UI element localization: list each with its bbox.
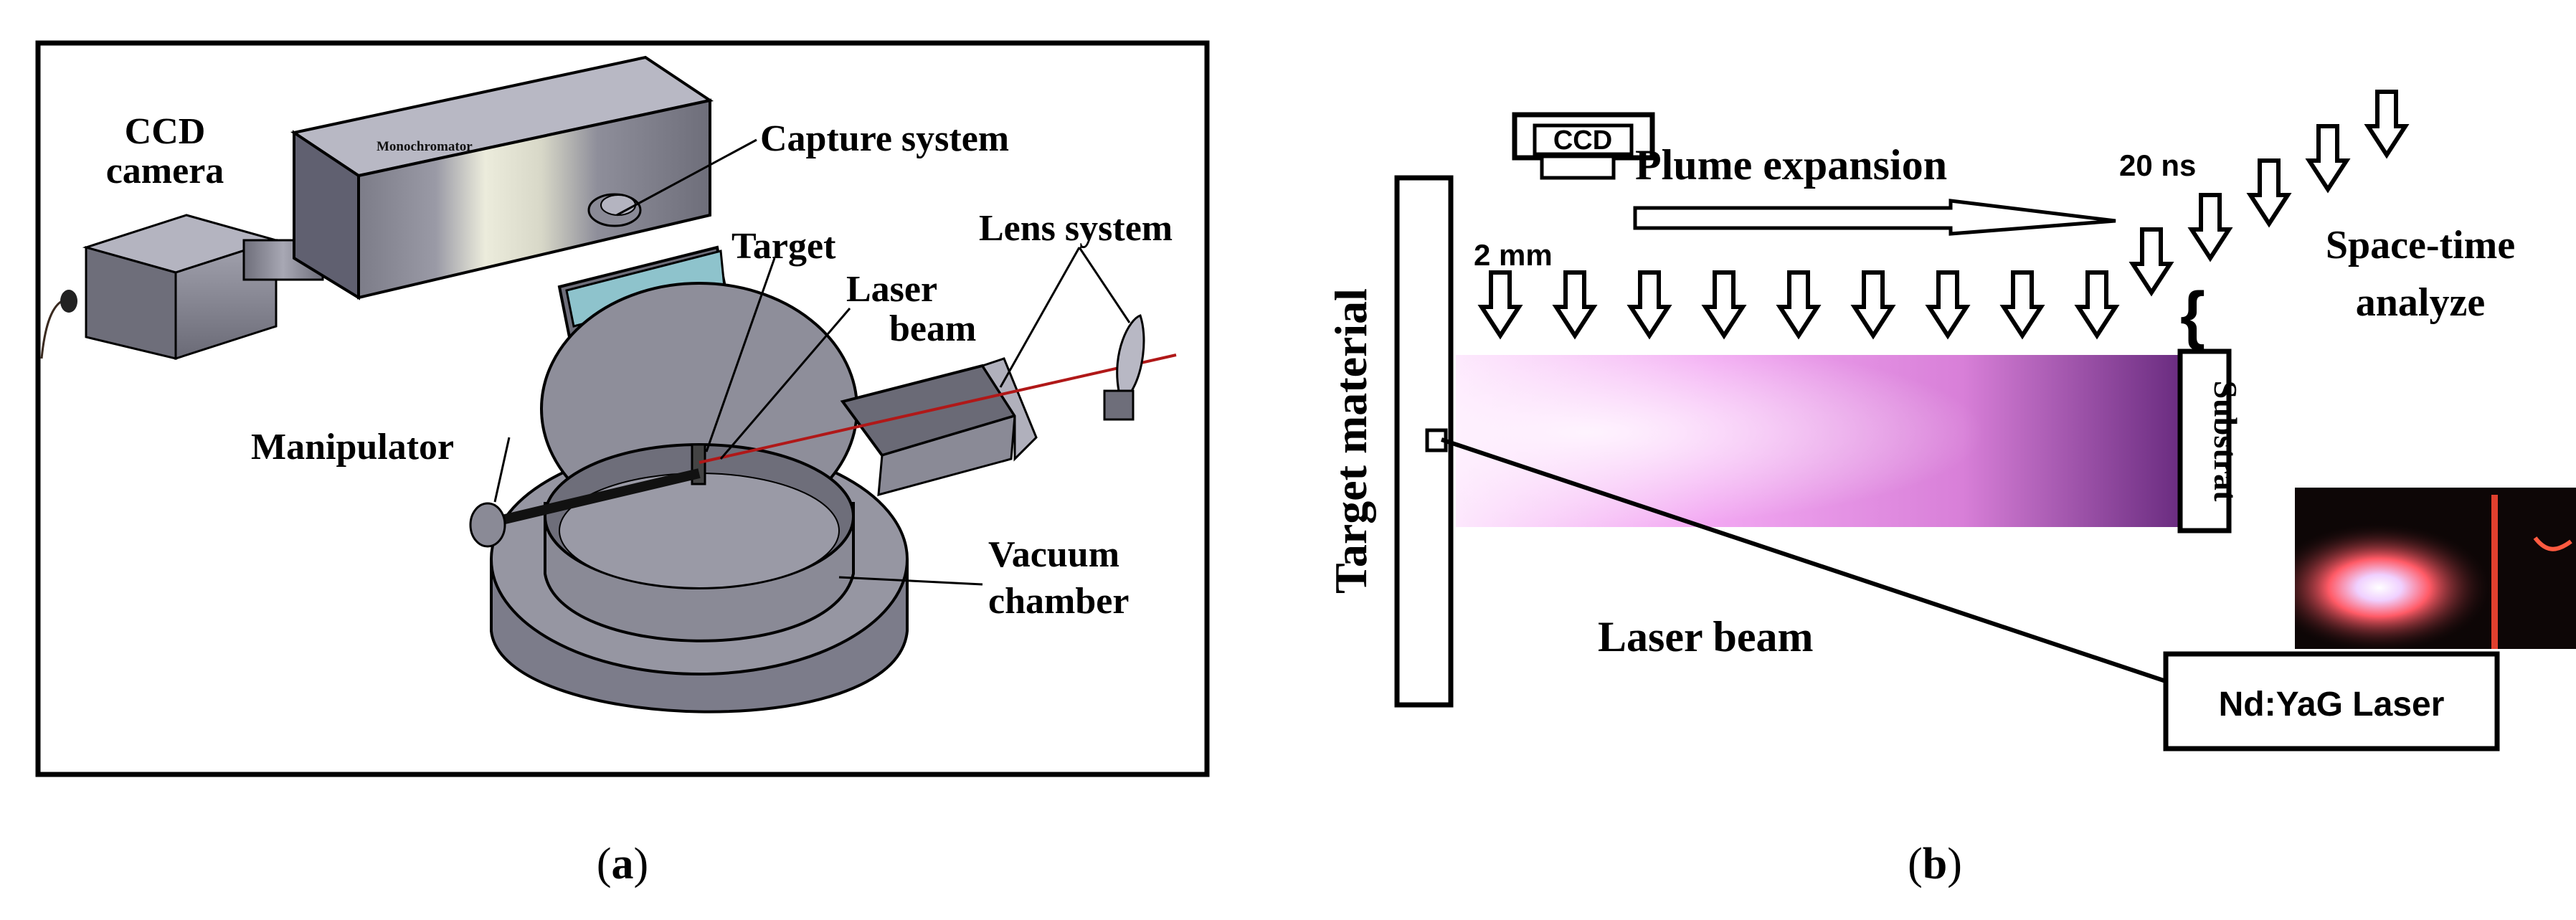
lens-system-label: Lens system <box>979 208 1173 249</box>
laser-beam-path <box>1441 437 2167 683</box>
spatial-down-arrow <box>2074 270 2120 340</box>
spatial-down-arrow <box>1552 270 1598 340</box>
monochromator-label: Monochromator <box>377 139 473 154</box>
plume-photo <box>2295 488 2576 649</box>
space-time-label-line2: analyze <box>2356 280 2485 325</box>
temporal-down-arrow <box>2128 227 2174 297</box>
caption-b-open: ( <box>1908 840 1923 888</box>
target-material-label: Target material <box>1325 288 1376 594</box>
caption-b: (b) <box>1908 840 1962 888</box>
laser-beam-label: Laser beam <box>1598 613 1814 660</box>
leader-lines-a <box>493 138 1131 586</box>
panel-b: CCD Plume expansion 2 mm 20 ns Space-tim… <box>1325 90 2576 888</box>
manipulator-label: Manipulator <box>251 427 454 468</box>
svg-text:(a): (a) <box>597 840 648 888</box>
laser-beam-label-line1: Laser <box>846 269 937 310</box>
ccd-box: CCD <box>1512 112 1655 180</box>
svg-text:(b): (b) <box>1908 840 1962 888</box>
laser-source-box <box>2163 651 2500 751</box>
vacuum-chamber-label-line1: Vacuum <box>988 534 1119 575</box>
ccd-camera-label-line1: CCD <box>125 111 206 152</box>
laser-beam-label-line2: beam <box>889 308 976 349</box>
plume-expansion-label: Plume expansion <box>1635 141 1947 189</box>
laser-beam-line <box>699 354 1177 464</box>
temporal-down-arrow <box>2246 158 2292 228</box>
spatial-down-arrow <box>1776 270 1822 340</box>
vacuum-chamber-label-line2: chamber <box>988 581 1129 622</box>
spatial-arrows <box>1477 270 2120 340</box>
caption-a: (a) <box>597 840 648 888</box>
plasma-plume <box>1456 355 2180 527</box>
laser-source-label: Nd:YaG Laser <box>2219 686 2445 724</box>
ccd-camera <box>40 214 324 361</box>
caption-a-letter: a <box>612 840 634 888</box>
spatial-down-arrow <box>1477 270 1523 340</box>
vacuum-chamber <box>469 282 1038 713</box>
caption-a-close: ) <box>634 840 649 888</box>
space-step-label: 2 mm <box>1474 238 1553 272</box>
target-label: Target <box>731 226 836 267</box>
caption-b-letter: b <box>1923 840 1947 888</box>
temporal-down-arrow <box>2305 124 2351 194</box>
spatial-down-arrow <box>1701 270 1747 340</box>
panel-a: Monochromator <box>35 40 1210 888</box>
ccd-camera-label-line2: camera <box>106 151 224 191</box>
spatial-down-arrow <box>1626 270 1672 340</box>
time-step-label: 20 ns <box>2119 148 2196 182</box>
capture-system-label: Capture system <box>760 118 1009 159</box>
spatial-down-arrow <box>1850 270 1896 340</box>
space-time-label-line1: Space-time <box>2326 223 2515 267</box>
substrat-label: Substrat <box>2207 381 2244 502</box>
brace-glyph: { <box>2180 280 2205 351</box>
temporal-arrows <box>2128 90 2410 297</box>
lens <box>1103 314 1145 421</box>
monochromator: Monochromator <box>290 55 714 300</box>
caption-b-close: ) <box>1947 840 1962 888</box>
spatial-down-arrow <box>1999 270 2045 340</box>
substrat-box <box>2177 348 2232 533</box>
caption-a-open: ( <box>597 840 612 888</box>
ccd-label: CCD <box>1553 125 1612 156</box>
temporal-down-arrow <box>2364 90 2410 159</box>
temporal-down-arrow <box>2187 193 2233 262</box>
plume-expansion-arrow <box>1633 199 2116 236</box>
spatial-down-arrow <box>1925 270 1971 340</box>
